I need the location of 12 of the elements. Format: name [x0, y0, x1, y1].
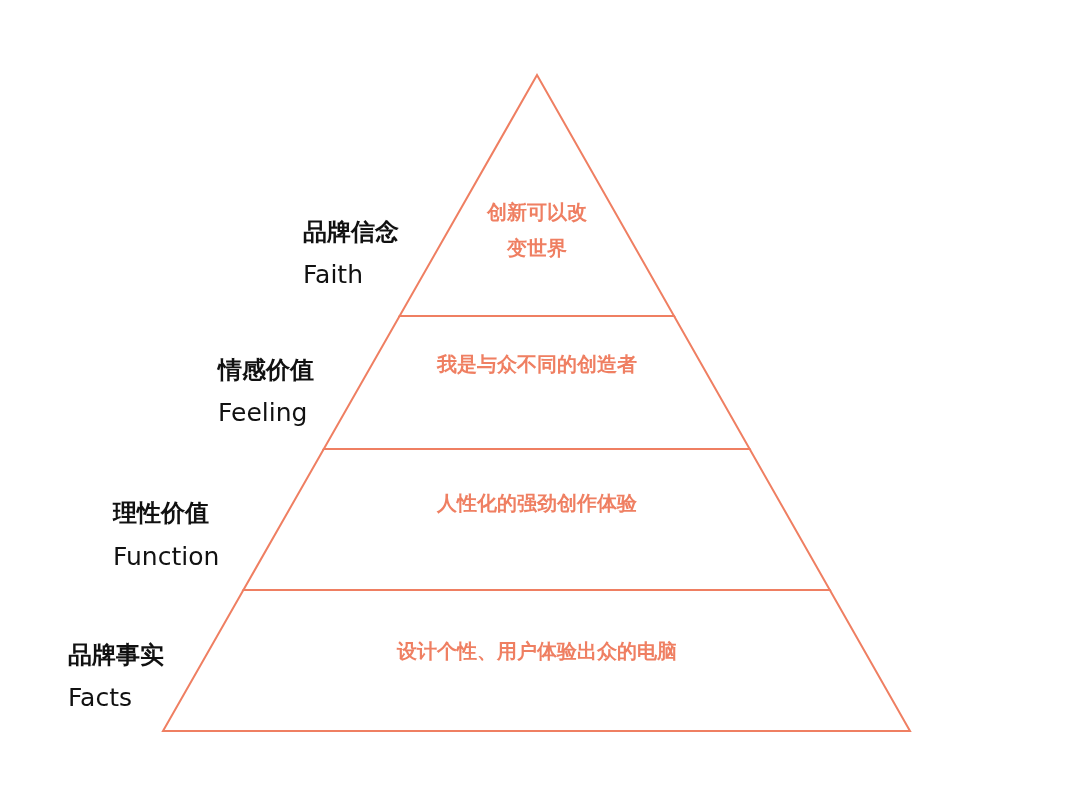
- tier-heading: 理性价值: [113, 498, 209, 528]
- tier-description: 我是与众不同的创造者: [435, 351, 638, 378]
- tier-description: 创新可以改变世界: [487, 199, 587, 262]
- tier-heading: 品牌信念: [303, 217, 399, 247]
- tier-subheading: Faith: [303, 260, 363, 290]
- tier-subheading: Feeling: [218, 398, 308, 428]
- tier-subheading: Facts: [68, 683, 132, 713]
- tier-description: 设计个性、用户体验出众的电脑: [395, 638, 678, 665]
- tier-description: 人性化的强劲创作体验: [436, 490, 638, 517]
- tier-heading: 情感价值: [218, 355, 314, 385]
- tier-subheading: Function: [113, 542, 220, 572]
- tier-heading: 品牌事实: [68, 640, 164, 670]
